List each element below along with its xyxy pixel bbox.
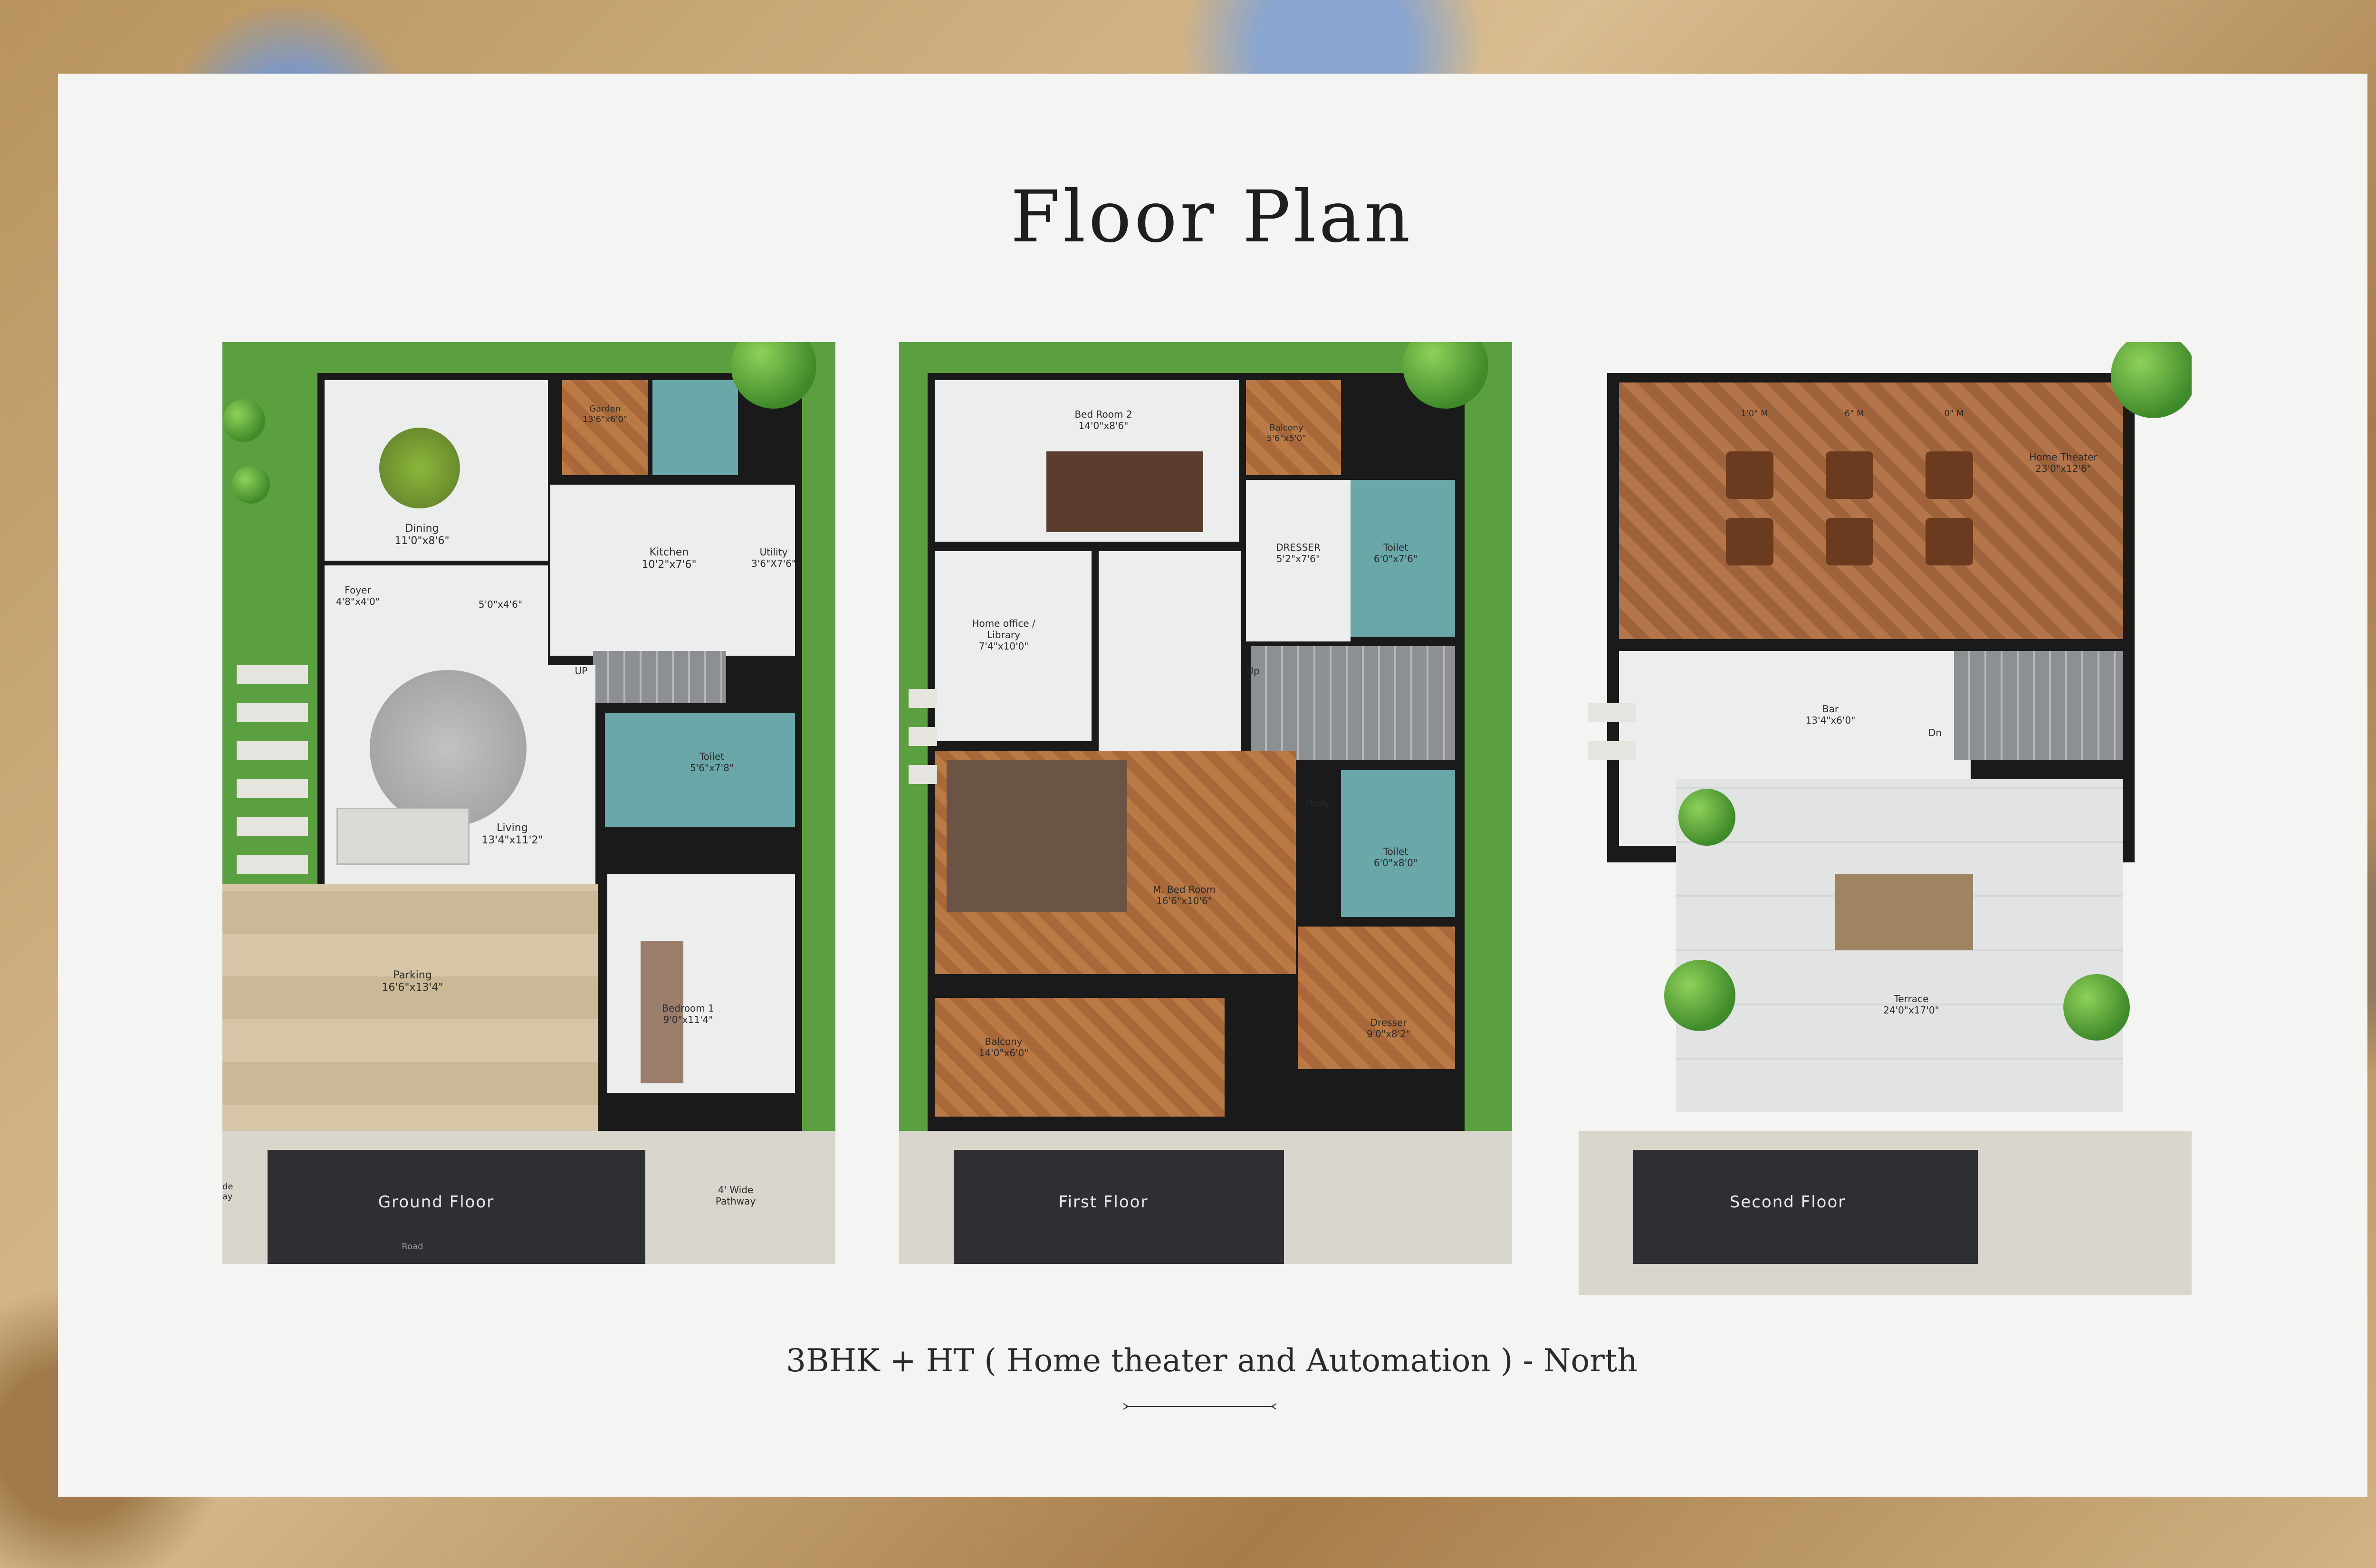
stepping-stone (237, 817, 308, 836)
label-balcony-top: Balcony 5'6"x5'0" (1266, 423, 1306, 443)
label-living: Living 13'4"x11'2" (481, 822, 543, 847)
label-dn: Dn (1928, 727, 1942, 738)
decorative-arrow-line (1123, 1403, 1277, 1410)
stair (1251, 646, 1455, 760)
road (1633, 1150, 1978, 1264)
label-passage: 5'0"x4'6" (478, 599, 523, 610)
label-parking: Parking 16'6"x13'4" (382, 969, 443, 994)
floor-name: Second Floor (1729, 1193, 1846, 1212)
label-toilet: Toilet 5'6"x7'8" (690, 751, 734, 774)
landing (1099, 551, 1241, 751)
balcony-bottom (935, 998, 1225, 1117)
parking (222, 884, 598, 1147)
tree (2111, 342, 2192, 418)
theater-seat (1926, 518, 1973, 565)
shrub (232, 466, 270, 504)
label-bedroom: Bedroom 1 9'0"x11'4" (662, 1003, 714, 1025)
kitchen (550, 485, 795, 656)
label-pathway: 4' Wide Pathway (715, 1184, 756, 1207)
home-office (935, 551, 1092, 741)
second-floor-plan: 1'0" M 6" M 0" M Home Theater 23'0"x12'6… (1579, 342, 2192, 1295)
bed (641, 941, 683, 1083)
ground-floor-plan: Garden 13'6"x6'0" Dining 11'0"x8'6" Kitc… (222, 342, 835, 1264)
label-terrace: Terrace 24'0"x17'0" (1883, 993, 1939, 1016)
label-bar: Bar 13'4"x6'0" (1805, 703, 1856, 726)
label-garden: Garden 13'6"x6'0" (582, 404, 628, 424)
stair (593, 651, 726, 703)
toilet-bottom (1341, 770, 1455, 917)
master-rug (947, 760, 1127, 912)
label-master: M. Bed Room 16'6"x10'6" (1152, 884, 1216, 907)
label-study: Study (1305, 798, 1330, 808)
label-road: Road (402, 1242, 423, 1252)
stepping-stone (237, 741, 308, 760)
floor-name: Ground Floor (378, 1193, 495, 1212)
label-up: UP (575, 665, 588, 677)
label-toilet-bottom: Toilet 6'0"x8'0" (1373, 846, 1418, 869)
theater-seat (1826, 451, 1873, 499)
label-foyer: Foyer 4'8"x4'0" (335, 584, 380, 607)
stepping-stone (909, 727, 937, 746)
stepping-stone (1588, 741, 1636, 760)
bedroom-1 (607, 874, 795, 1093)
stepping-stone (1588, 703, 1636, 722)
theater-seat (1726, 451, 1773, 499)
sofa (336, 808, 469, 865)
road (268, 1150, 645, 1264)
label-dining: Dining 11'0"x8'6" (394, 523, 450, 547)
toilet-top (1351, 480, 1455, 637)
label-left-cut: de ay (222, 1181, 233, 1202)
living-rug (370, 670, 527, 827)
toilet (605, 713, 795, 827)
label-dresser-top: DRESSER 5'2"x7'6" (1276, 542, 1321, 564)
garden-room (562, 380, 648, 475)
page-title: Floor Plan (1010, 176, 1413, 258)
stepping-stone (909, 689, 937, 708)
home-theater (1619, 382, 2123, 639)
theater-seat (1826, 518, 1873, 565)
label-ht-row3: 0" M (1944, 409, 1964, 419)
dining-table (379, 428, 460, 508)
label-home-theater: Home Theater 23'0"x12'6" (2029, 451, 2098, 474)
shrub (1678, 789, 1735, 846)
dresser-bottom (1298, 927, 1455, 1069)
garden-pool (652, 380, 738, 475)
terrace-table (1835, 874, 1973, 950)
label-kitchen: Kitchen 10'2"x7'6" (642, 546, 697, 571)
stepping-stone (237, 665, 308, 684)
stair (1954, 651, 2123, 760)
label-up: Up (1246, 665, 1260, 677)
shrub (1664, 960, 1735, 1031)
plan-subtitle: 3BHK + HT ( Home theater and Automation … (786, 1342, 1638, 1379)
stepping-stone (237, 703, 308, 722)
tree (731, 342, 816, 409)
label-ht-row2: 6" M (1844, 409, 1864, 419)
theater-seat (1926, 451, 1973, 499)
label-utility: Utility 3'6"X7'6" (751, 546, 796, 569)
label-ht-row1: 1'0" M (1741, 409, 1768, 419)
theater-seat (1726, 518, 1773, 565)
shrub (222, 399, 265, 442)
dresser-top (1246, 480, 1351, 641)
road (954, 1150, 1284, 1264)
balcony-top (1246, 380, 1341, 475)
stepping-stone (237, 855, 308, 874)
first-floor-plan: Bed Room 2 14'0"x8'6" Balcony 5'6"x5'0" … (899, 342, 1512, 1264)
label-bedroom2: Bed Room 2 14'0"x8'6" (1074, 409, 1132, 431)
shrub (2063, 974, 2130, 1041)
floor-name: First Floor (1058, 1193, 1149, 1212)
stepping-stone (237, 779, 308, 798)
stepping-stone (909, 765, 937, 784)
bedroom-2-rug (1046, 451, 1203, 532)
tree (1403, 342, 1488, 409)
label-dresser-bottom: Dresser 9'0"x8'2" (1366, 1017, 1411, 1040)
label-office: Home office / Library 7'4"x10'0" (972, 618, 1035, 652)
label-balcony-bottom: Balcony 14'0"x6'0" (978, 1036, 1029, 1059)
label-toilet-top: Toilet 6'0"x7'6" (1373, 542, 1418, 564)
